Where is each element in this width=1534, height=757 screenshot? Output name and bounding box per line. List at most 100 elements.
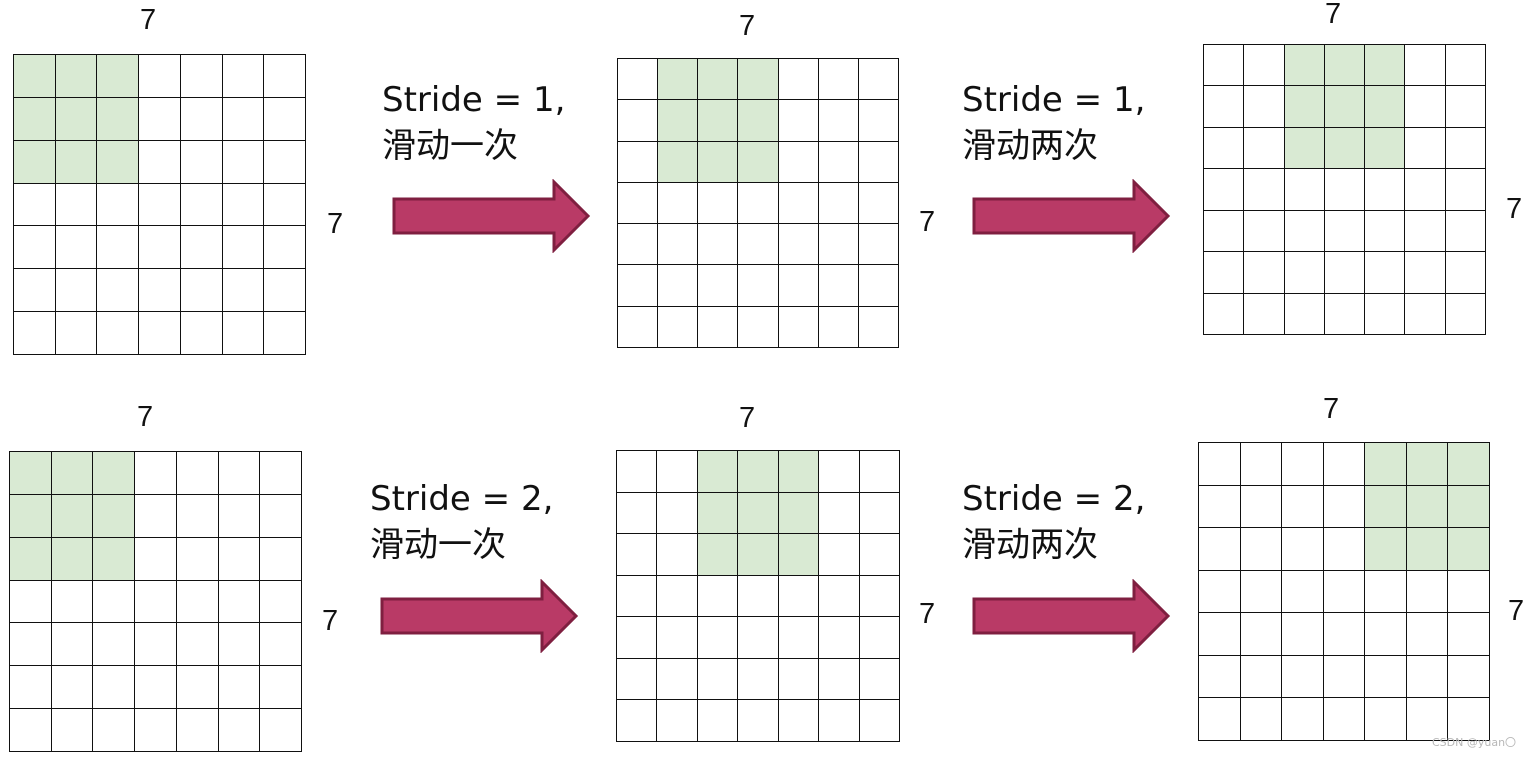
grid-cell [176, 666, 219, 710]
grid-cell [135, 494, 177, 538]
grid-cell [97, 312, 140, 355]
kernel-cell [658, 59, 699, 101]
grid-cell [1244, 293, 1285, 335]
grid-cell [697, 700, 739, 742]
kernel-cell [1324, 127, 1366, 170]
grid-cell [14, 269, 56, 313]
kernel-cell [698, 100, 739, 142]
grid-cell [618, 100, 659, 142]
grid-cell [180, 55, 223, 98]
grid-cell [658, 306, 699, 348]
stride-caption: Stride = 1, 滑动两次 [962, 77, 1145, 169]
grid-cell [819, 658, 860, 701]
kernel-cell [738, 59, 779, 101]
grid-cell [139, 312, 181, 355]
slide-count-text: 滑动一次 [382, 126, 518, 166]
grid-cell [1323, 613, 1366, 656]
grid-cell [1240, 613, 1283, 656]
grid-cell [617, 451, 658, 493]
kernel-cell [1406, 485, 1449, 529]
grid-cell [135, 623, 177, 667]
grid-cell [738, 265, 779, 307]
grid-cell [93, 623, 136, 667]
kernel-cell [658, 141, 699, 183]
kernel-cell [1284, 45, 1325, 87]
kernel-cell [738, 534, 779, 576]
grid-cell [180, 312, 223, 355]
kernel-cell [1448, 528, 1490, 571]
grid-cell [778, 700, 820, 742]
grid-cell [1282, 485, 1324, 529]
grid-cell [858, 306, 899, 348]
grid-cell [1445, 127, 1486, 170]
grid-cell [1323, 655, 1366, 699]
grid-cell [1406, 655, 1449, 699]
grid-cell [778, 224, 819, 266]
grid-cell [859, 492, 900, 535]
grid-cell [778, 575, 820, 618]
grid-cell [97, 183, 140, 227]
grid-cell [1284, 169, 1325, 211]
grid-cell [778, 182, 819, 225]
grid-cell [1204, 210, 1245, 253]
stride-caption: Stride = 1, 滑动一次 [382, 77, 565, 169]
grid-cell [1240, 528, 1283, 571]
grid-cell [698, 306, 739, 348]
grid-cell [1405, 45, 1446, 87]
grid-cell [778, 306, 819, 348]
stride-value-text: Stride = 2, [370, 479, 554, 519]
grid-cell [859, 575, 900, 618]
grid-stride2-slide-twice [1198, 442, 1490, 741]
grid-cell [1282, 443, 1324, 486]
grid-cell [618, 59, 659, 101]
top-dimension-label: 7 [1325, 0, 1342, 30]
grid-cell [617, 575, 658, 618]
grid-cell [1324, 252, 1366, 294]
kernel-cell [778, 492, 820, 535]
grid-cell [819, 451, 860, 493]
right-arrow-icon [971, 579, 1171, 653]
grid-cell [657, 575, 698, 618]
grid-cell [218, 666, 261, 710]
side-dimension-label: 7 [919, 206, 936, 238]
grid-cell [264, 140, 306, 184]
grid-cell [819, 700, 860, 742]
grid-cell [1244, 252, 1285, 294]
grid-cell [1282, 570, 1324, 614]
grid-cell [858, 182, 899, 225]
grid-cell [1405, 252, 1446, 294]
grid-cell [222, 97, 265, 141]
grid-cell [657, 700, 698, 742]
grid-cell [738, 182, 779, 225]
kernel-cell [1406, 443, 1449, 486]
grid-cell [176, 709, 219, 752]
grid-cell [222, 269, 265, 313]
grid-stride1-slide-once [617, 58, 899, 348]
grid-cell [222, 183, 265, 227]
grid-cell [858, 224, 899, 266]
kernel-cell [1365, 86, 1406, 128]
grid-cell [1406, 698, 1449, 741]
grid-cell [657, 451, 698, 493]
watermark: CSDN @yuan〇 [1432, 736, 1517, 749]
grid-cell [1365, 169, 1406, 211]
grid-cell [618, 182, 659, 225]
grid-cell [1323, 443, 1366, 486]
kernel-cell [1448, 443, 1490, 486]
grid-cell [51, 623, 94, 667]
grid-cell [1365, 252, 1406, 294]
grid-cell [1204, 169, 1245, 211]
grid-cell [1365, 210, 1406, 253]
grid-stride1-slide-twice [1203, 44, 1486, 335]
grid-cell [698, 224, 739, 266]
grid-cell [51, 709, 94, 752]
grid-cell [1244, 127, 1285, 170]
grid-cell [778, 100, 819, 142]
grid-cell [1244, 210, 1285, 253]
grid-cell [1445, 45, 1486, 87]
grid-cell [180, 269, 223, 313]
grid-cell [1204, 293, 1245, 335]
grid-cell [658, 265, 699, 307]
grid-cell [1405, 86, 1446, 128]
grid-cell [697, 575, 739, 618]
